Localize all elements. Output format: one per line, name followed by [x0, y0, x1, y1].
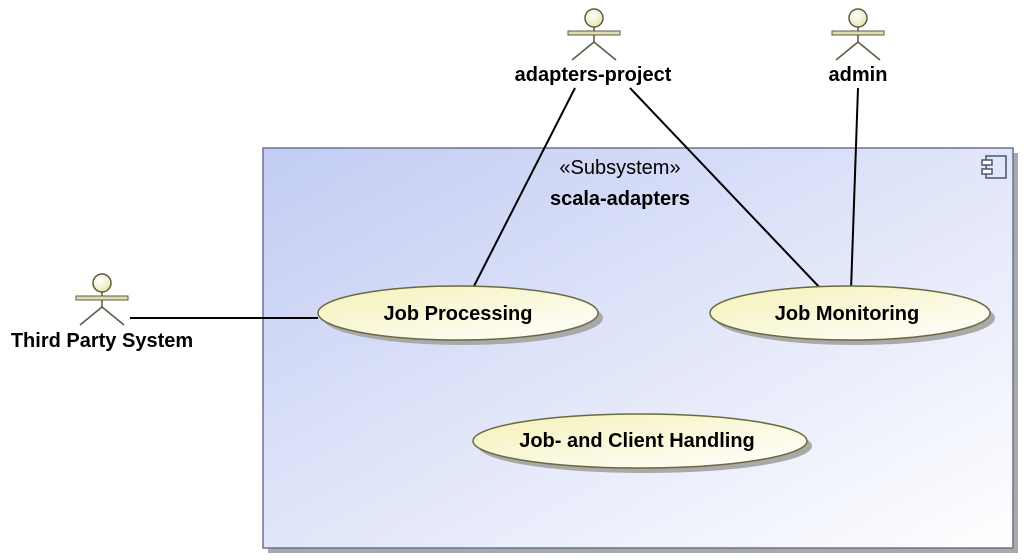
use-case-job-processing[interactable]: Job Processing	[317, 285, 603, 345]
actor-third-party-system[interactable]: Third Party System	[11, 273, 193, 352]
actor-label: admin	[829, 64, 888, 86]
use-case-label: Job- and Client Handling	[519, 430, 755, 452]
subsystem-name: scala-adapters	[550, 188, 690, 210]
actor-label: Third Party System	[11, 330, 193, 352]
component-icon	[981, 155, 1007, 179]
use-case-job-client-handling[interactable]: Job- and Client Handling	[472, 413, 812, 473]
subsystem-stereotype: «Subsystem»	[559, 157, 680, 179]
use-case-job-monitoring[interactable]: Job Monitoring	[709, 285, 995, 345]
subsystem-box: «Subsystem» scala-adapters	[262, 147, 1018, 553]
actor-label: adapters-project	[515, 64, 672, 86]
actor-admin[interactable]: admin	[829, 8, 888, 86]
actor-icon	[567, 8, 621, 61]
assoc-admin-job-monitoring	[850, 87, 859, 291]
assoc-adapters-project-job-processing	[471, 87, 576, 291]
subsystem-frame	[262, 147, 1014, 549]
associations	[130, 87, 859, 319]
actor-icon	[75, 273, 129, 326]
use-case-label: Job Monitoring	[775, 303, 919, 325]
actor-adapters-project[interactable]: adapters-project	[515, 8, 672, 86]
assoc-adapters-project-job-monitoring	[629, 87, 823, 291]
actor-icon	[831, 8, 885, 61]
use-case-label: Job Processing	[384, 303, 533, 325]
